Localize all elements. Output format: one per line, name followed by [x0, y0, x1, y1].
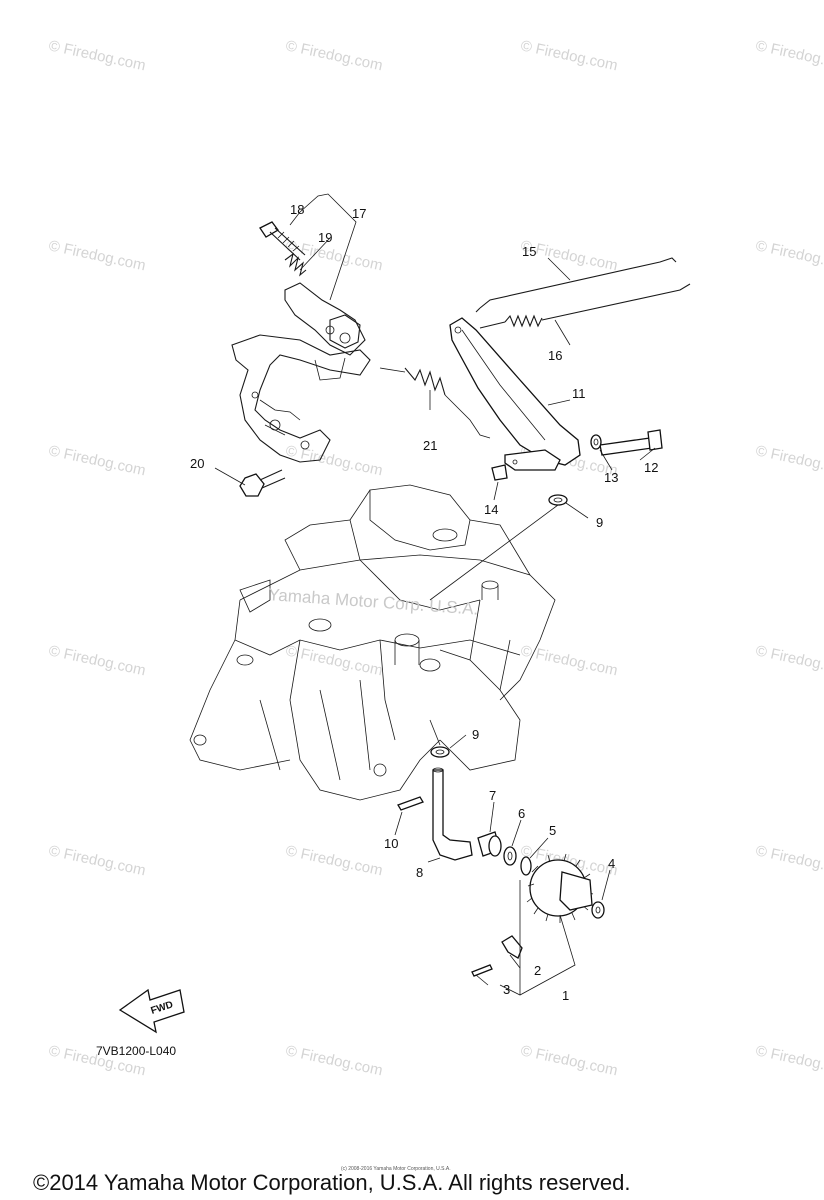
watermark: © Firedog.com: [754, 642, 824, 679]
bolt-12: [599, 429, 663, 456]
footer-copyright: ©2014 Yamaha Motor Corporation, U.S.A. A…: [33, 1170, 630, 1195]
watermark: © Firedog.com: [47, 37, 147, 74]
callout-8: 8: [416, 865, 423, 880]
callout-3: 3: [503, 982, 510, 997]
watermark: © Firedog.com: [47, 442, 147, 479]
callout-14: 14: [484, 502, 498, 517]
watermark-layer: © Firedog.com © Firedog.com © Firedog.co…: [47, 37, 824, 1079]
callout-11: 11: [572, 386, 586, 401]
watermark: © Firedog.com: [284, 37, 384, 74]
clip-14: [491, 464, 508, 481]
watermark: © Firedog.com: [284, 1042, 384, 1079]
diagram-code: 7VB1200-L040: [96, 1044, 176, 1058]
tiny-copyright: (c) 2008-2016 Yamaha Motor Corporation, …: [341, 1166, 451, 1172]
spring-21: [379, 367, 491, 439]
watermark: © Firedog.com: [284, 237, 384, 274]
callout-6: 6: [518, 806, 525, 821]
callout-12: 12: [644, 460, 658, 475]
callout-15: 15: [522, 244, 536, 259]
callout-17: 17: [352, 206, 366, 221]
bolt-20: [239, 469, 286, 497]
callout-4: 4: [608, 856, 615, 871]
cable-holder: [284, 282, 366, 356]
watermark: © Firedog.com: [754, 1042, 824, 1079]
watermark: © Firedog.com: [754, 442, 824, 479]
callout-18: 18: [290, 202, 304, 217]
watermark: © Firedog.com: [519, 37, 619, 74]
callouts: 1 2 3 4 5 6 7 8 9 9 10 11 12 13 14 15 16…: [190, 202, 658, 1003]
governor-gear-1: [526, 853, 594, 923]
clip-2: [501, 935, 523, 959]
watermark: © Firedog.com: [47, 642, 147, 679]
watermark: © Firedog.com: [47, 237, 147, 274]
watermark: © Firedog.com: [284, 842, 384, 879]
washer-9-upper: [429, 494, 568, 601]
watermark: © Firedog.com: [754, 37, 824, 74]
callout-1: 1: [562, 988, 569, 1003]
callout-20: 20: [190, 456, 204, 471]
callout-13: 13: [604, 470, 618, 485]
spring-19: [284, 252, 307, 277]
watermark-center: Yamaha Motor Corp. U.S.A.: [268, 585, 479, 619]
control-rod-15: [475, 257, 677, 313]
watermark: © Firedog.com: [519, 1042, 619, 1079]
watermark-center-site: © Firedog.com: [284, 642, 384, 679]
washer-9-lower: [429, 719, 450, 758]
callout-9b: 9: [472, 727, 479, 742]
control-rod-16: [479, 283, 691, 329]
collar-7: [477, 831, 502, 857]
watermark: © Firedog.com: [754, 842, 824, 879]
washer-4: [591, 901, 605, 919]
fwd-arrow: FWD: [118, 988, 185, 1034]
washer-6: [503, 846, 517, 866]
pin-10: [397, 796, 424, 811]
washer-13: [590, 434, 602, 450]
engine-block: Yamaha Motor Corp. U.S.A. © Firedog.com: [189, 484, 556, 801]
shaft-8: [432, 767, 473, 861]
watermark: © Firedog.com: [754, 237, 824, 274]
leader-lines: [214, 193, 656, 996]
callout-16: 16: [548, 348, 562, 363]
watermark: © Firedog.com: [47, 842, 147, 879]
callout-19: 19: [318, 230, 332, 245]
washer-5: [520, 856, 532, 876]
pin-3: [471, 964, 493, 977]
throttle-lever-11: [449, 317, 581, 471]
callout-7: 7: [489, 788, 496, 803]
callout-10: 10: [384, 836, 398, 851]
callout-21: 21: [423, 438, 437, 453]
screw-18: [259, 221, 306, 261]
callout-5: 5: [549, 823, 556, 838]
callout-9a: 9: [596, 515, 603, 530]
callout-2: 2: [534, 963, 541, 978]
throttle-bracket: [231, 334, 371, 463]
watermark: © Firedog.com: [284, 442, 384, 479]
watermark: © Firedog.com: [519, 642, 619, 679]
